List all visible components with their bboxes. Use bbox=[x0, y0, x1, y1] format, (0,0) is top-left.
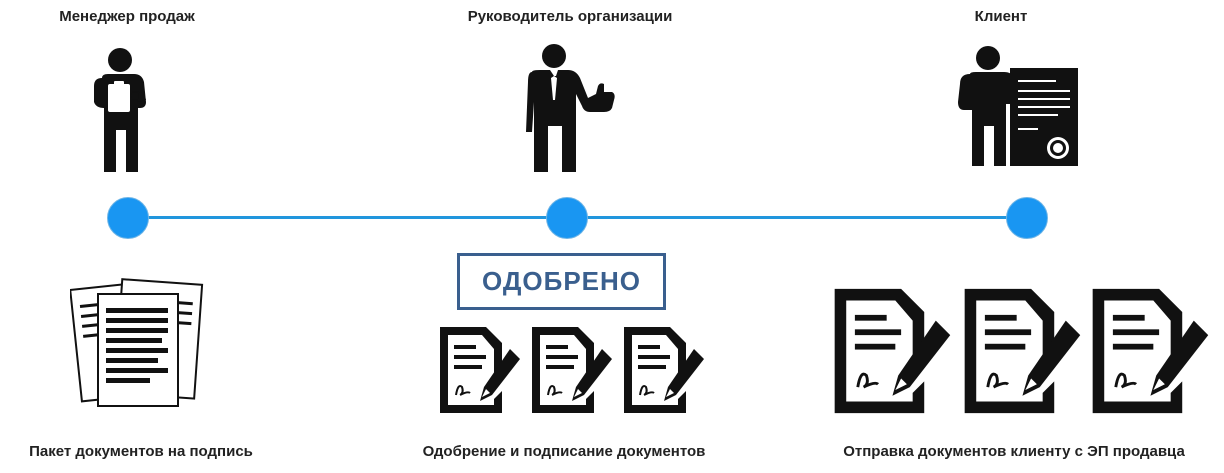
role-title-sales-manager: Менеджер продаж bbox=[59, 8, 195, 25]
signed-document-icon bbox=[440, 327, 520, 413]
role-title-client: Клиент bbox=[974, 8, 1028, 25]
client-icon bbox=[958, 46, 1078, 166]
timeline-node-director bbox=[546, 197, 588, 239]
document-stack-icon bbox=[70, 278, 204, 407]
director-icon bbox=[526, 44, 615, 172]
approved-stamp: ОДОБРЕНО bbox=[457, 253, 666, 310]
step-caption-approval-signing: Одобрение и подписание документов bbox=[422, 443, 706, 460]
sales-manager-icon bbox=[94, 48, 146, 172]
timeline-node-sales-manager bbox=[107, 197, 149, 239]
step-caption-send-to-client: Отправка документов клиенту с ЭП продавц… bbox=[843, 443, 1185, 460]
timeline-node-client bbox=[1006, 197, 1048, 239]
signed-document-icon bbox=[624, 327, 704, 413]
signed-document-icon bbox=[1092, 288, 1209, 414]
step-caption-document-package: Пакет документов на подпись bbox=[29, 443, 253, 460]
role-title-director: Руководитель организации bbox=[467, 8, 673, 25]
signed-document-icon bbox=[964, 288, 1081, 414]
signed-document-icon bbox=[532, 327, 612, 413]
signed-document-icon bbox=[834, 288, 951, 414]
